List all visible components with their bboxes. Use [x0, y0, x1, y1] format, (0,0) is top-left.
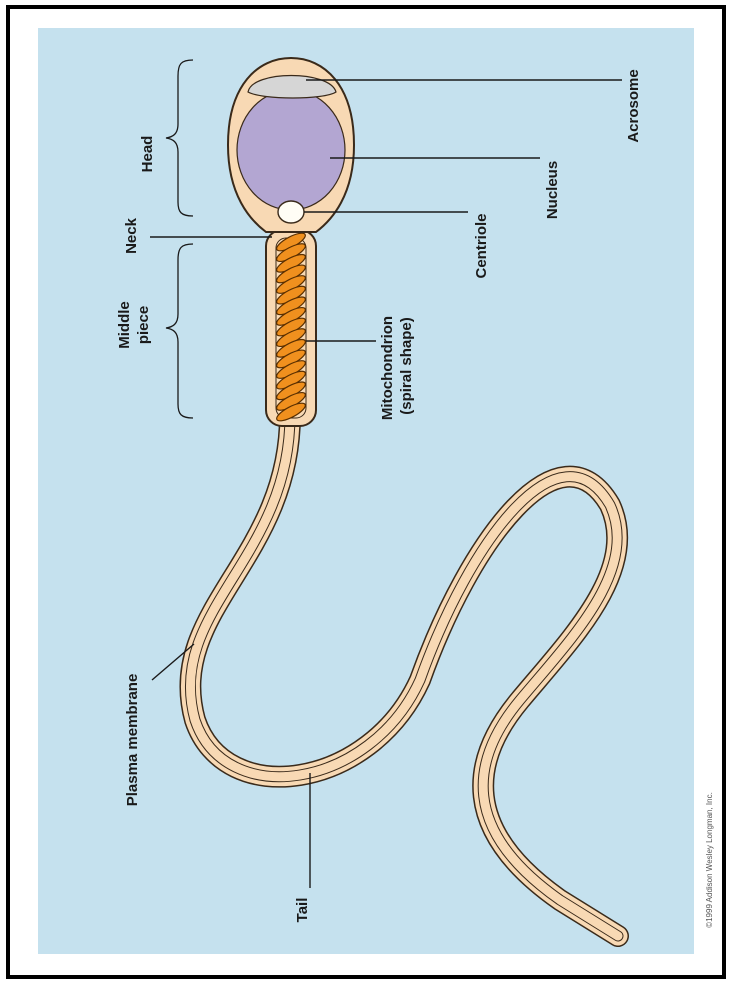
centriole — [278, 201, 304, 223]
middle-piece-label-line1: Middle — [116, 301, 133, 349]
tail-label: Tail — [294, 898, 311, 923]
nucleus-label: Nucleus — [544, 161, 561, 219]
head — [228, 58, 354, 232]
middle-piece-label-line2: piece — [135, 306, 152, 344]
copyright-notice: ©1999 Addison Wesley Longman, Inc. — [705, 792, 714, 928]
head-label: Head — [139, 136, 156, 173]
acrosome-label: Acrosome — [625, 69, 642, 142]
plasma-membrane-label: Plasma membrane — [124, 674, 141, 807]
neck-label: Neck — [123, 217, 140, 254]
nucleus — [237, 90, 345, 210]
mitochondrion-label-line1: Mitochondrion — [379, 316, 396, 420]
mitochondrion-label-line2: (spiral shape) — [398, 317, 415, 415]
centriole-label: Centriole — [473, 213, 490, 278]
